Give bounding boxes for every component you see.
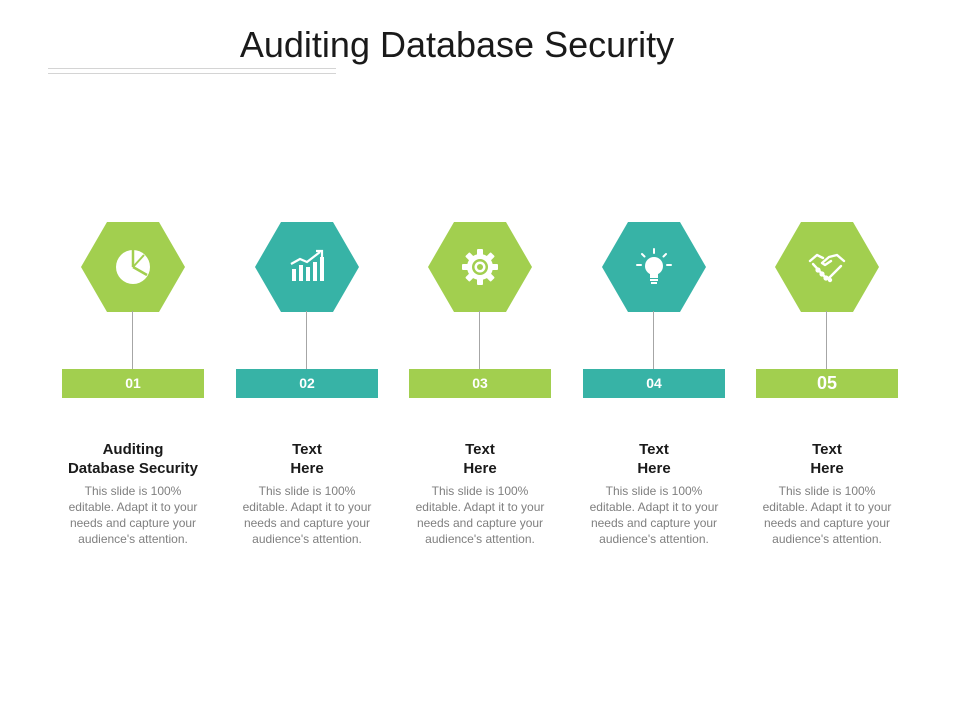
- step-3-hexagon: [428, 222, 532, 312]
- step-5-description: This slide is 100% editable. Adapt it to…: [762, 484, 892, 546]
- step-2-heading: Text Here: [290, 441, 324, 477]
- handshake-icon: [808, 253, 846, 283]
- title-underline: [48, 68, 336, 74]
- step-3-connector: [479, 311, 480, 369]
- step-1-number: 01: [62, 369, 204, 398]
- step-3-description: This slide is 100% editable. Adapt it to…: [415, 484, 545, 546]
- step-3: 03 Text Here This slide is 100% editable…: [409, 0, 551, 720]
- step-1: 01 Auditing Database Security This slide…: [62, 0, 204, 720]
- step-4: 04 Text Here This slide is 100% editable…: [583, 0, 725, 720]
- step-5-connector: [826, 311, 827, 369]
- step-5: 05 Text Here This slide is 100% editable…: [756, 0, 898, 720]
- step-4-description: This slide is 100% editable. Adapt it to…: [589, 484, 719, 546]
- step-4-hexagon: [602, 222, 706, 312]
- page-title: Auditing Database Security: [239, 24, 675, 65]
- step-2: 02 Text Here This slide is 100% editable…: [236, 0, 378, 720]
- step-3-heading: Text Here: [463, 441, 497, 477]
- step-3-number: 03: [409, 369, 551, 398]
- step-1-heading: Auditing Database Security: [67, 441, 199, 477]
- step-4-heading: Text Here: [637, 441, 671, 477]
- step-5-heading: Text Here: [810, 441, 844, 477]
- step-1-hexagon: [81, 222, 185, 312]
- step-4-connector: [653, 311, 654, 369]
- step-5-number: 05: [756, 369, 898, 398]
- step-2-description: This slide is 100% editable. Adapt it to…: [242, 484, 372, 546]
- step-2-connector: [306, 311, 307, 369]
- step-5-hexagon: [775, 222, 879, 312]
- step-2-hexagon: [255, 222, 359, 312]
- step-2-number: 02: [236, 369, 378, 398]
- lightbulb-icon: [636, 248, 672, 284]
- pie-chart-icon: [116, 250, 150, 284]
- step-4-number: 04: [583, 369, 725, 398]
- gear-icon: [462, 249, 498, 285]
- step-1-connector: [132, 311, 133, 369]
- bar-chart-trend-icon: [290, 249, 324, 281]
- step-1-description: This slide is 100% editable. Adapt it to…: [68, 484, 198, 546]
